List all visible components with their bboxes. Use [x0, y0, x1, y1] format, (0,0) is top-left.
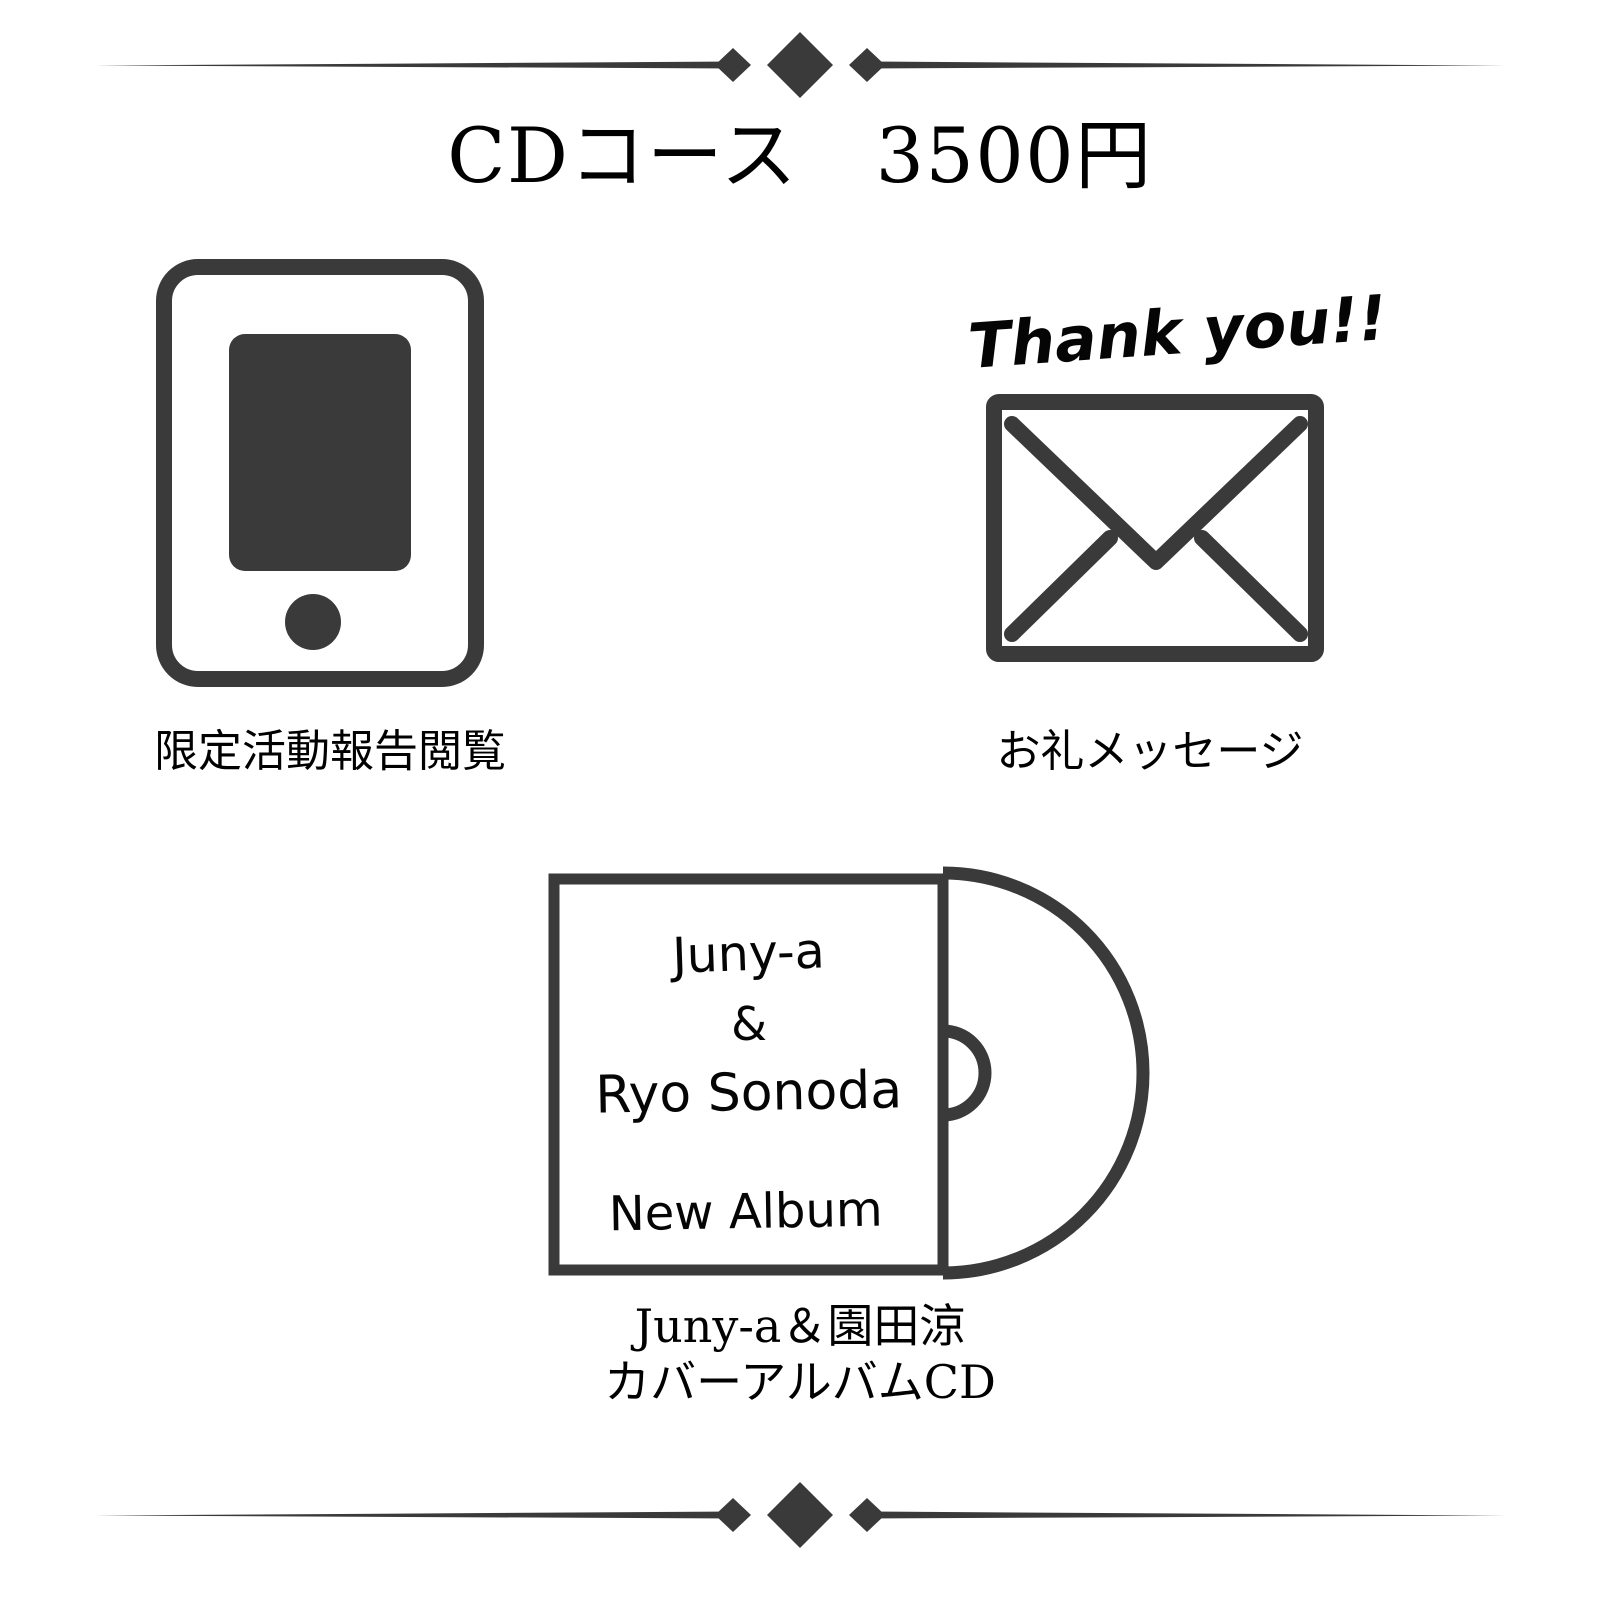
cd-cover-artist-line2: Ryo Sonoda: [595, 1060, 903, 1125]
reward-caption-thank-you-message: お礼メッセージ: [996, 726, 1304, 777]
reward-item-cover-album-cd: Juny-a & Ryo Sonoda New Album: [530, 860, 1170, 1290]
divider-line-left: [95, 1511, 735, 1519]
tablet-icon: [156, 259, 484, 687]
ornamental-divider-bottom: [0, 1470, 1600, 1560]
reward-item-activity-report: [155, 258, 485, 688]
envelope-icon: [986, 394, 1324, 662]
divider-line-right: [865, 1511, 1505, 1519]
divider-diamond-center: [767, 32, 833, 98]
reward-caption-cover-album-cd: Juny-a＆園田涼 カバーアルバムCD: [604, 1299, 996, 1410]
divider-diamond-left: [715, 48, 751, 82]
divider-diamond-left: [715, 1498, 751, 1532]
divider-line-right: [865, 61, 1505, 69]
cd-cover-album-label: New Album: [608, 1182, 883, 1243]
cd-cover-artist-line1: Juny-a: [668, 922, 825, 984]
reward-caption-activity-report: 限定活動報告閲覧: [154, 726, 506, 777]
page-title: CDコース 3500円: [447, 111, 1153, 200]
ornamental-divider-top: [0, 20, 1600, 110]
cd-case-icon: [548, 873, 949, 1276]
reward-item-thank-you-message: Thank you!!: [950, 281, 1389, 670]
divider-diamond-right: [849, 1498, 885, 1532]
cd-cover-ampersand: &: [731, 997, 767, 1051]
divider-diamond-right: [849, 48, 885, 82]
divider-diamond-center: [767, 1482, 833, 1548]
divider-line-left: [95, 61, 735, 69]
thank-you-overlay-text: Thank you!!: [966, 281, 1389, 383]
cd-disc-icon: [943, 866, 1150, 1280]
